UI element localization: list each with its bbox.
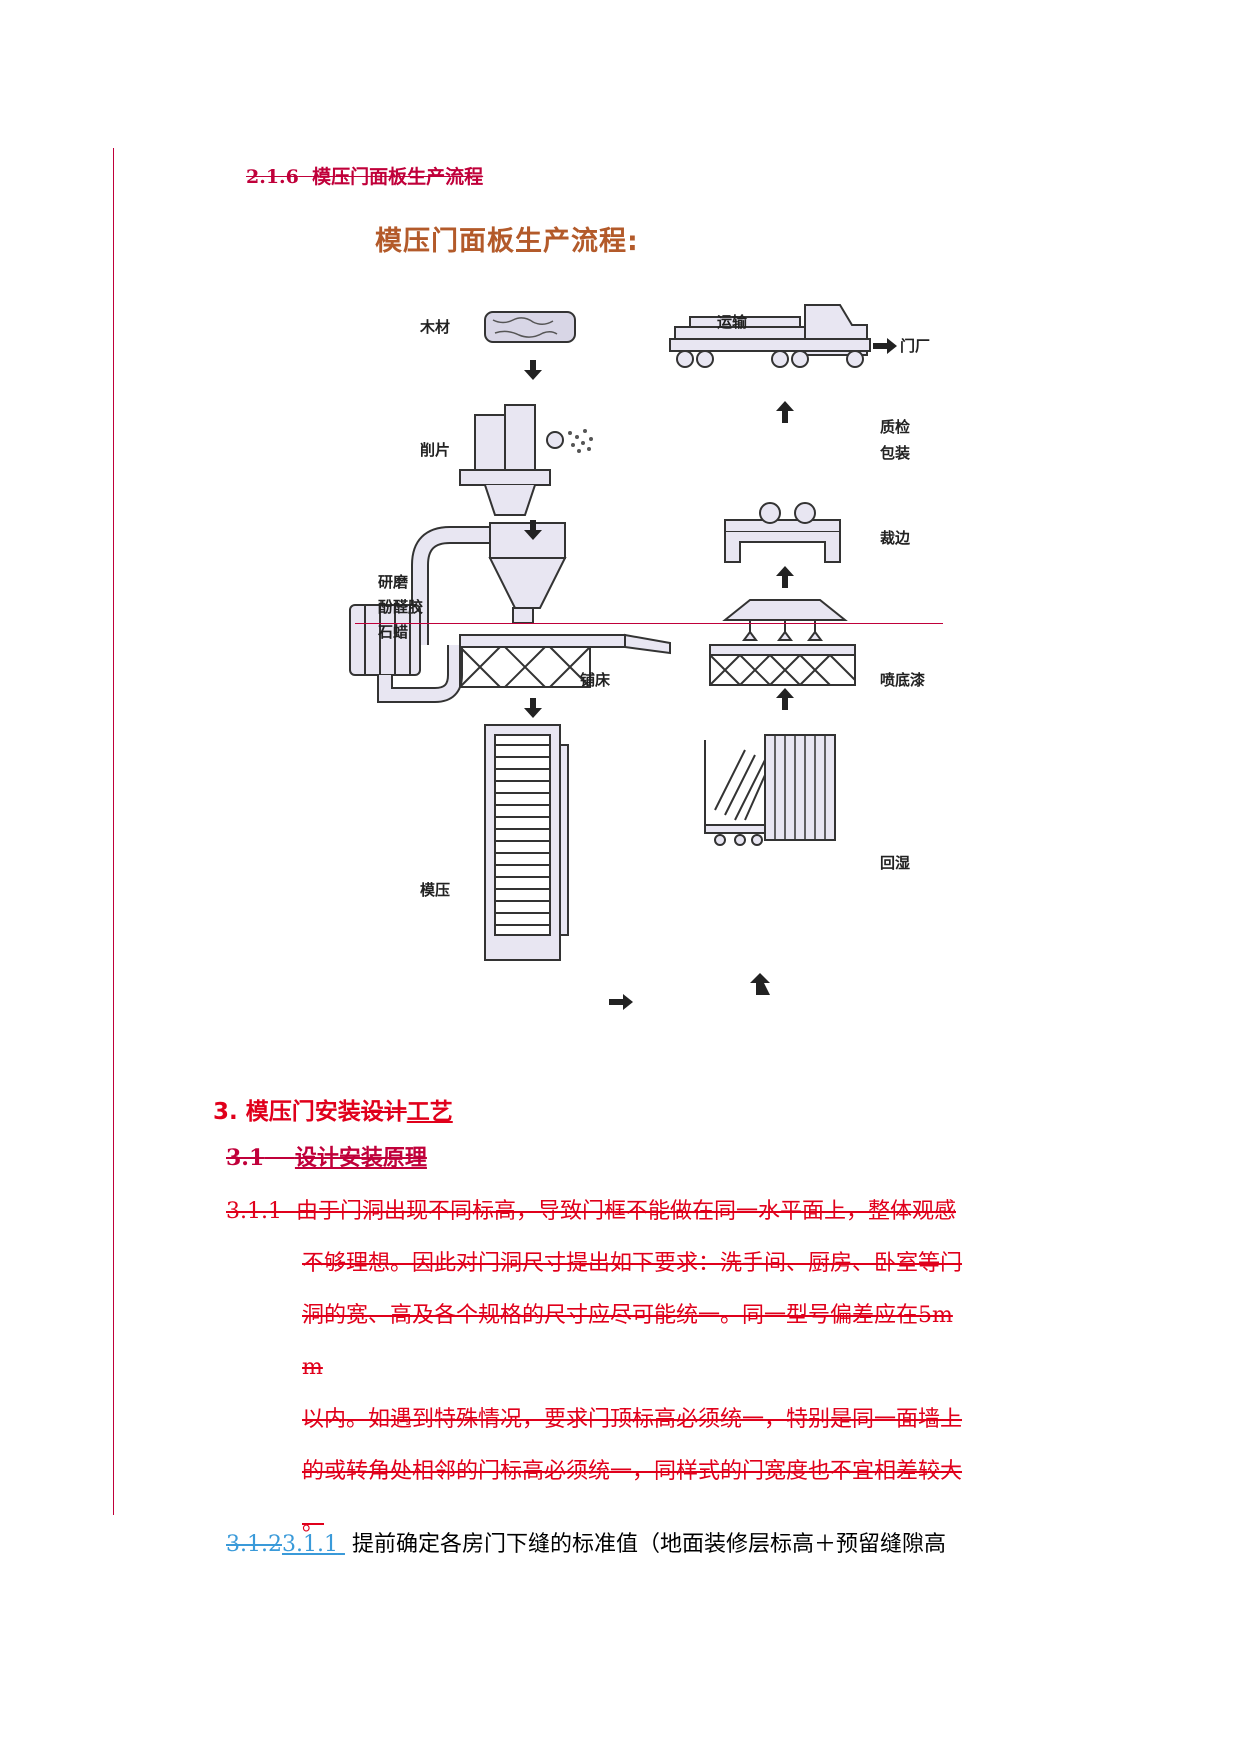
section-number: 2.1.6	[246, 166, 299, 188]
label-edge-trim: 裁边	[880, 529, 911, 547]
label-grinding-3: 石蜡	[377, 623, 408, 641]
old-number: 3.1.2	[226, 1532, 282, 1557]
new-number: 3.1.1	[281, 1532, 338, 1557]
paragraph-line: 。	[302, 1511, 325, 1536]
revision-line	[355, 623, 943, 624]
arrow-down-icon	[524, 360, 542, 380]
section-title: 模压门安装	[245, 1099, 361, 1125]
cyclone-separator-icon	[411, 522, 567, 645]
paragraph-line: 不够理想。因此对门洞尺寸提出如下要求：洗手间、厨房、卧室等门	[302, 1251, 963, 1276]
arrow-down-icon	[524, 698, 542, 718]
molding-press-icon	[484, 724, 569, 961]
paragraph-3-1-1: 3.1.23.1.1 提前确定各房门下缝的标准值（地面装修层标高＋预留缝隙高	[226, 1526, 946, 1558]
edge-trimmer-icon	[724, 502, 841, 563]
paragraph-line: 以内。如遇到特殊情况，要求门顶标高必须统一，特别是同一面墙上	[302, 1407, 963, 1432]
truck-icon	[669, 304, 871, 368]
paragraph-line: 3.1.1 由于门洞出现不同标高，导致门框不能做在同一水平面上，整体观感	[226, 1199, 956, 1224]
inserted-text: 工艺	[406, 1099, 453, 1125]
paragraph-line: m	[302, 1355, 323, 1380]
arrow-up-icon	[776, 566, 794, 588]
figure-title: 模压门面板生产流程:	[375, 226, 639, 257]
paragraph-line: 的或转角处相邻的门标高必须统一，同样式的门宽度也不宜相差较大	[302, 1459, 963, 1484]
section-3-1-heading: 3.1 设计安装原理	[226, 1140, 427, 1172]
section-2-1-6-heading: 2.1.6 模压门面板生产流程	[246, 162, 483, 189]
flow-arrows	[524, 338, 897, 1010]
paragraph-line: 洞的宽、高及各个规格的尺寸应尽可能统一。同一型号偏差应在5m	[302, 1303, 953, 1328]
paragraph-3-1-1-deleted: 3.1.1 由于门洞出现不同标高，导致门框不能做在同一水平面上，整体观感 不够理…	[226, 1186, 1056, 1550]
arrow-up-icon	[776, 688, 794, 710]
label-door-factory: 门厂	[900, 337, 930, 355]
label-transport: 运输	[717, 313, 748, 331]
label-spray: 喷底漆	[880, 671, 925, 689]
label-chipping: 削片	[420, 441, 450, 459]
label-qc: 质检	[880, 418, 910, 436]
paving-table-icon	[459, 633, 671, 688]
wood-log-icon	[484, 311, 576, 343]
paragraph-text: 提前确定各房门下缝的标准值（地面装修层标高＋预留缝隙高	[351, 1532, 946, 1557]
rehumidify-rack-icon	[704, 734, 836, 846]
section-title: 设计安装原理	[294, 1145, 427, 1171]
deleted-text: 设计	[360, 1099, 407, 1125]
label-grinding-1: 研磨	[378, 573, 409, 591]
label-paving: 铺床	[580, 671, 611, 689]
label-molding: 模压	[420, 881, 450, 899]
grinding-mill-icon	[349, 604, 463, 703]
label-packaging: 包装	[880, 444, 911, 462]
chipper-machine-icon	[459, 404, 564, 516]
label-rehumid: 回湿	[880, 854, 910, 872]
arrow-right-icon	[873, 338, 897, 354]
production-flow-figure: 木材 削片 研磨 酚醛胶 石蜡 铺床 模压 运输 门厂 质检 包装 裁边 喷底漆…	[349, 304, 930, 1010]
section-number: 3.1	[226, 1145, 265, 1171]
arrow-down-icon	[524, 520, 542, 540]
label-wood: 木材	[419, 318, 450, 336]
section-3-heading: 3. 模压门安装设计工艺	[213, 1092, 453, 1126]
label-grinding-2: 酚醛胶	[378, 598, 423, 616]
revision-bar	[113, 148, 114, 1515]
section-title: 模压门面板生产流程	[312, 166, 484, 188]
arrow-right-icon	[609, 994, 633, 1010]
section-number: 3.	[213, 1099, 238, 1125]
paragraph-number: 3.1.1	[226, 1199, 282, 1224]
spray-coater-icon	[709, 599, 856, 686]
arrow-up-icon	[750, 973, 770, 995]
arrow-up-icon	[776, 401, 794, 423]
